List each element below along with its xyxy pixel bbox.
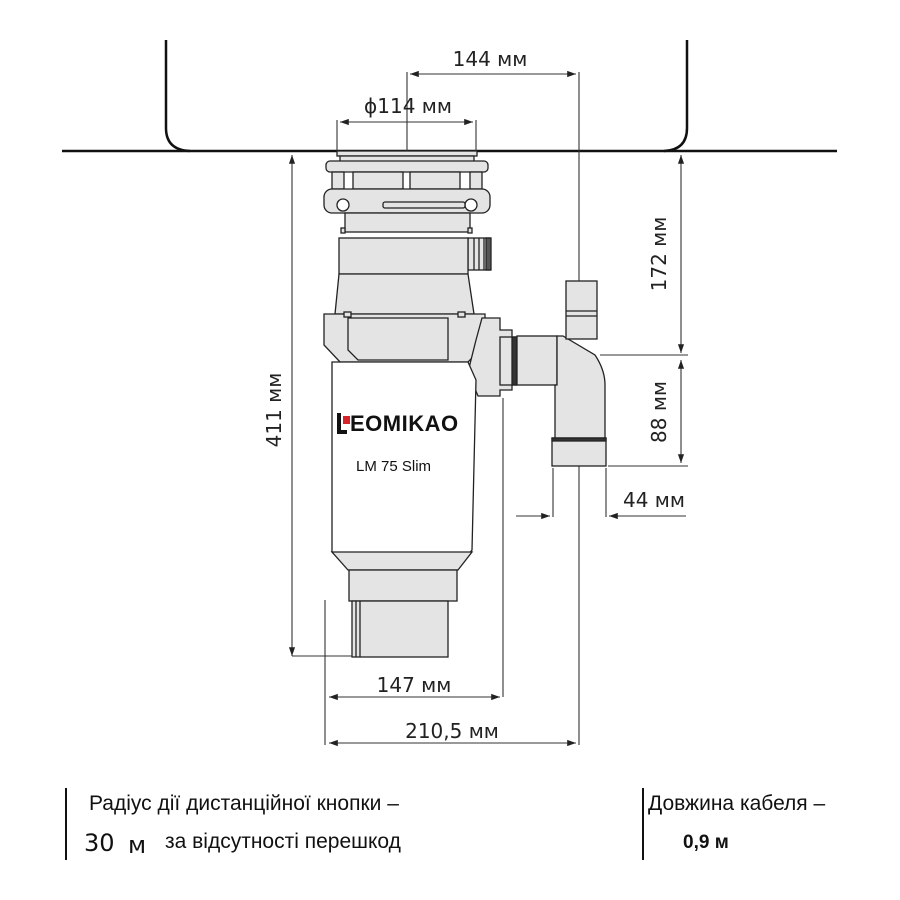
brand-mark-icon: [337, 413, 341, 434]
dim-outlet-diameter: 44 мм: [623, 488, 685, 512]
remote-range-unit: м: [128, 831, 147, 859]
remote-range-value: 30: [84, 829, 115, 857]
dim-flange-diameter: ϕ114 мм: [364, 94, 452, 118]
brand-accent-square: [343, 416, 350, 424]
info-divider-right: [642, 788, 644, 860]
model-name: LM 75 Slim: [356, 458, 432, 475]
dim-outlet-offset: 144 мм: [453, 47, 528, 71]
info-divider-left: [65, 788, 67, 860]
dim-body-width: 147 мм: [377, 673, 452, 697]
disposer-body: [323, 150, 607, 658]
dim-outlet-height: 172 мм: [647, 217, 671, 292]
dim-total-height: 411 мм: [262, 373, 286, 448]
cable-length-label: Довжина кабеля –: [648, 792, 826, 815]
brand-name: EOMIKAO: [350, 411, 459, 436]
dimension-lines: [288, 70, 688, 747]
cable-length-value: 0,9 м: [683, 832, 729, 853]
remote-range-label: Радіус дії дистанційної кнопки –: [89, 792, 399, 815]
dim-elbow-height: 88 мм: [647, 381, 671, 443]
brand-mark-icon-base: [337, 430, 347, 434]
remote-range-note: за відсутності перешкод: [165, 830, 401, 853]
dim-total-width: 210,5 мм: [405, 719, 499, 743]
